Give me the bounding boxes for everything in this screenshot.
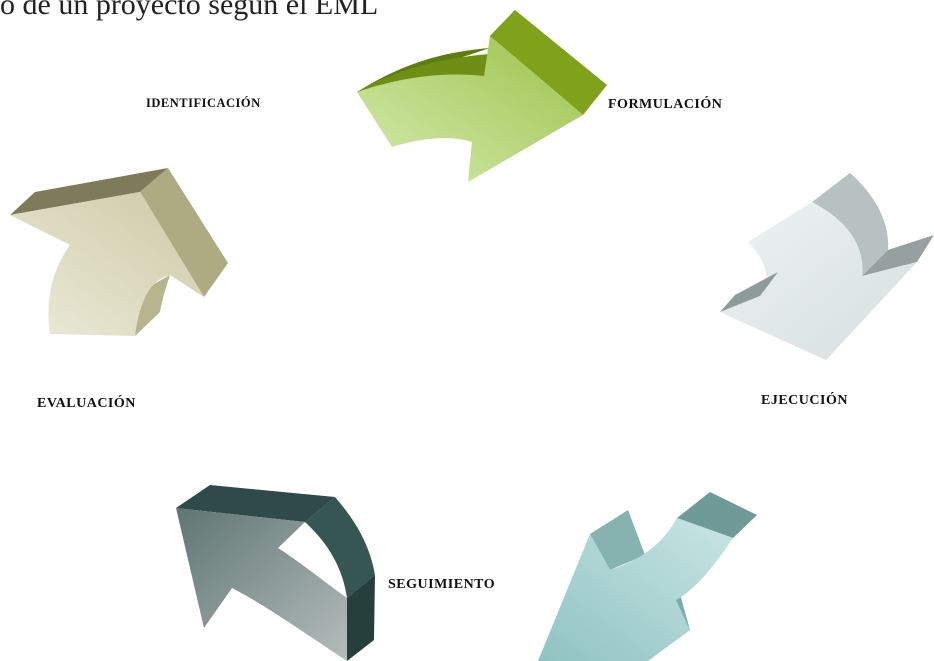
- stage-label-identificacion: IDENTIFICACIÓN: [146, 96, 261, 110]
- stage-label-evaluacion: EVALUACIÓN: [37, 396, 136, 411]
- arrow-seguimiento-evaluacion: [176, 485, 375, 661]
- arrow-identificacion-formulacion: [357, 10, 607, 182]
- stage-label-seguimiento: SEGUIMIENTO: [388, 577, 496, 592]
- stage-label-ejecucion: EJECUCIÓN: [761, 393, 848, 408]
- stage-label-formulacion: FORMULACIÓN: [608, 97, 723, 112]
- arrow-formulacion-ejecucion: [720, 173, 934, 360]
- arrow-ejecucion-seguimiento: [538, 492, 757, 661]
- arrow-evaluacion-identificacion: [10, 168, 228, 336]
- page-title: o de un proyecto según el EML: [0, 0, 379, 21]
